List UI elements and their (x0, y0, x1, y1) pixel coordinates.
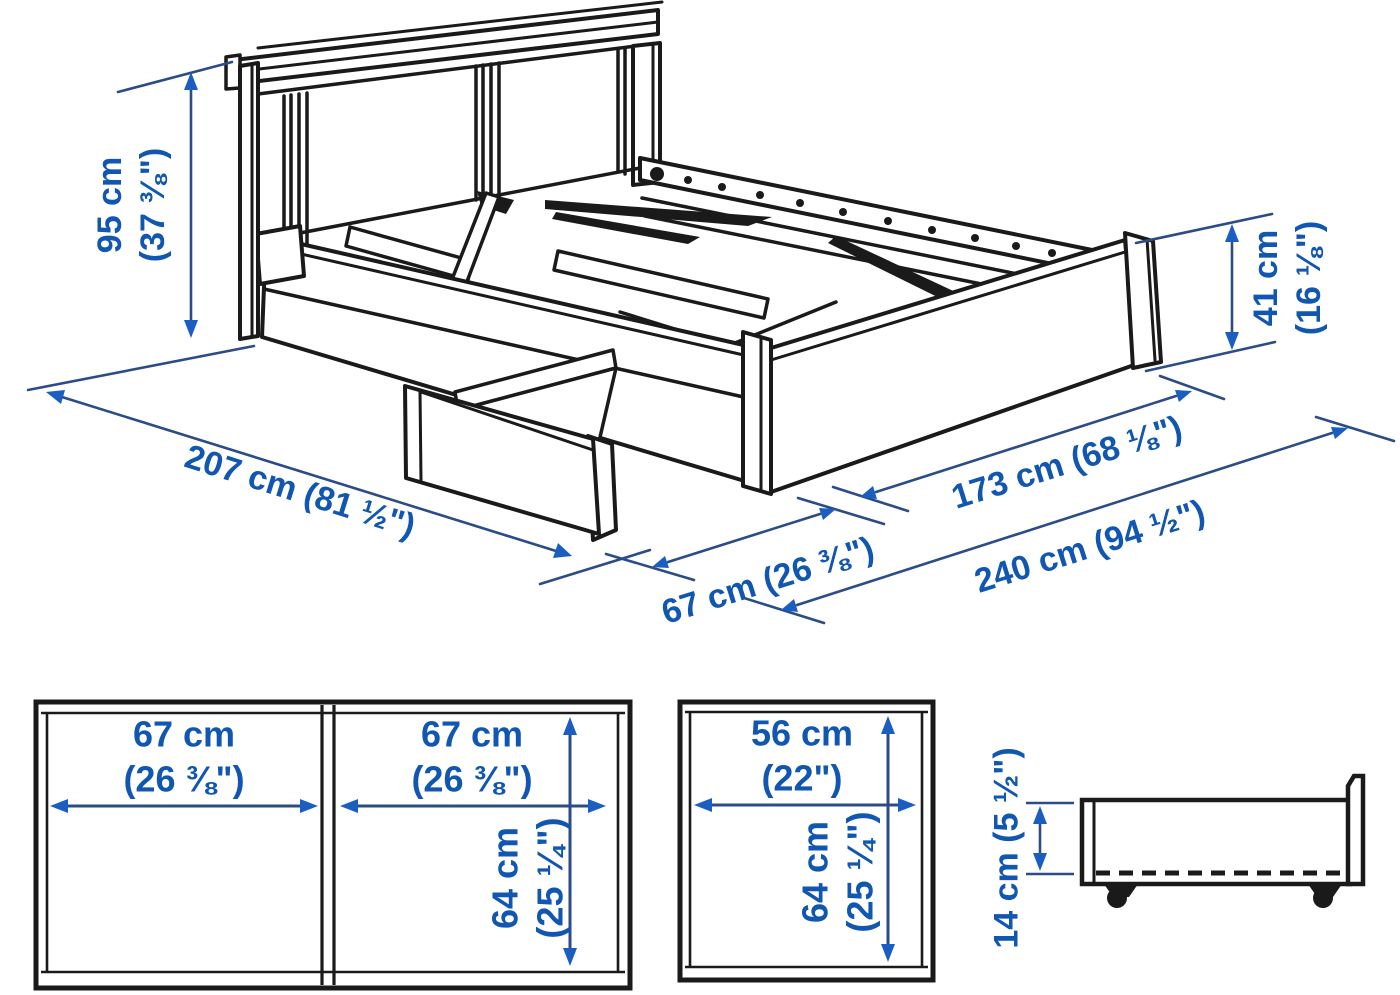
box-side-view (1079, 773, 1366, 908)
box-front-face (403, 384, 601, 536)
dim-label-frame-height: 41 cm (16 ⅛") (1247, 220, 1328, 336)
single-box-arrows (694, 716, 916, 962)
headboard-back-edge (256, 0, 664, 50)
headboard-rail-cap (224, 53, 242, 91)
headboard-slats (282, 47, 627, 252)
lift-strut (447, 191, 501, 294)
panel-label-right-box-width: 67 cm (26 ⅜") (411, 713, 533, 800)
dim-arrow-95cm (26, 60, 256, 392)
panel-label-double-box-depth: 64 cm (25 ¼") (484, 817, 571, 939)
bed-illustration (224, 0, 1163, 542)
headboard-top-rail-groove (232, 20, 660, 74)
single-box-top-view (677, 699, 936, 983)
panel-label-single-box-width: 56 cm (22") (750, 712, 854, 799)
headboard-left-post (238, 61, 260, 341)
rail-holes (650, 167, 1056, 257)
headboard-panel-edge (256, 42, 654, 96)
dim-arrow-67cm (604, 496, 886, 582)
panel-label-left-box-width: 67 cm (26 ⅜") (123, 713, 245, 800)
near-rail-seam (262, 287, 750, 400)
casters (1104, 884, 1342, 908)
near-rail-end-cap (254, 224, 306, 286)
head-end-inner-edge (298, 166, 642, 235)
footboard-top-groove (769, 250, 1127, 362)
double-box-arrows (50, 717, 606, 966)
dim-arrow-173cm (831, 374, 1226, 513)
dim-arrow-41cm (1134, 212, 1277, 373)
pulled-storage-box (403, 348, 618, 542)
dim-arrow-207cm (46, 390, 652, 586)
box-side-lip (1345, 773, 1366, 887)
panel-label-box-height: 14 cm (5 ½") (987, 747, 1026, 949)
dimension-lines (26, 60, 1396, 625)
footboard-near-post (741, 330, 773, 496)
panel-label-single-box-depth: 64 cm (25 ¼") (794, 811, 881, 933)
double-box-top-view (33, 699, 633, 991)
dim-label-headboard-height: 95 cm (37 ⅜") (91, 147, 172, 263)
inner-divider-2 (552, 249, 770, 320)
box-side-dim (1026, 801, 1074, 876)
dim-arrow-240cm (742, 415, 1396, 625)
